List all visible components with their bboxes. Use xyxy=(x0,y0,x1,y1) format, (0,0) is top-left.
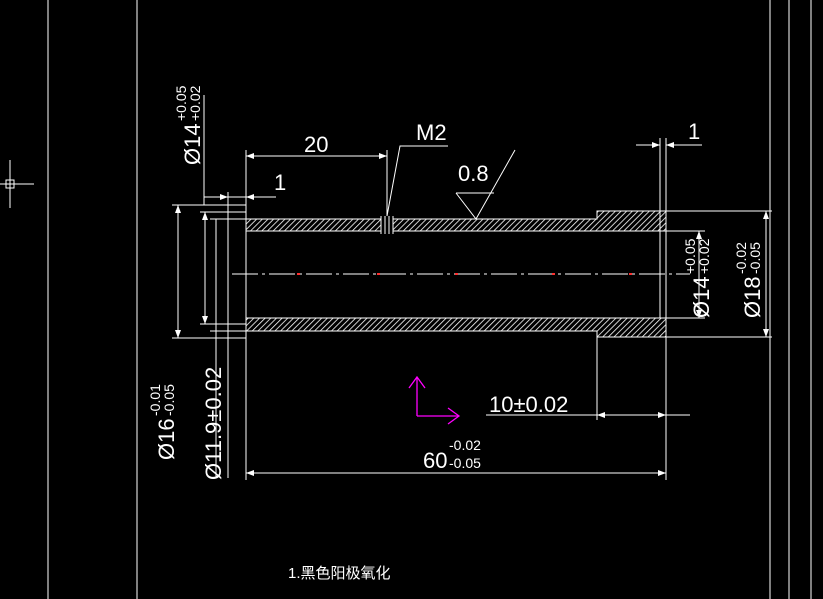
ucs-axis-icon xyxy=(408,375,461,425)
center-marks xyxy=(297,273,632,275)
dim-dia18: Ø18 xyxy=(740,276,765,318)
dim-length-1-left: 1 xyxy=(274,170,286,195)
dim-dia11-9: Ø11.9±0.02 xyxy=(201,367,226,480)
dim-length-20: 20 xyxy=(304,132,328,157)
dim-dia14-top-lower: +0.02 xyxy=(187,85,203,121)
dim-length-10: 10±0.02 xyxy=(489,392,568,417)
dim-length-60-upper: -0.02 xyxy=(449,437,481,453)
dim-thread-m2: M2 xyxy=(416,120,447,145)
technical-note: 1.黑色阳极氧化 xyxy=(288,565,391,582)
dim-dia14-right: Ø14 xyxy=(689,276,714,318)
dim-dia14-right-upper: +0.05 xyxy=(682,238,698,274)
drawing-frame xyxy=(47,0,812,599)
dim-dia18-upper: -0.02 xyxy=(733,242,749,274)
upper-wall-hatch xyxy=(245,210,667,232)
lower-wall-hatch xyxy=(245,317,667,338)
dim-length-60-lower: -0.05 xyxy=(449,455,481,471)
dim-dia16-lower: -0.05 xyxy=(161,384,177,416)
dim-dia16-upper: -0.01 xyxy=(147,384,163,416)
dim-length-60: 60 xyxy=(423,448,447,473)
dimension-lines xyxy=(172,95,772,480)
dim-dia14-top: Ø14 xyxy=(180,123,205,165)
dim-dia18-lower: -0.05 xyxy=(747,242,763,274)
crosshair-cursor-icon xyxy=(0,160,34,208)
dim-dia14-top-upper: +0.05 xyxy=(173,85,189,121)
m2-hole xyxy=(381,218,393,232)
dim-roughness: 0.8 xyxy=(458,161,489,186)
part-section[interactable] xyxy=(227,210,690,420)
dim-length-1-right: 1 xyxy=(688,119,700,144)
bore-outline xyxy=(227,211,667,420)
dimension-texts: 20 M2 0.8 1 1 10±0.02 60 -0.02 -0.05 Ø14… xyxy=(147,85,765,480)
dim-dia14-right-lower: +0.02 xyxy=(696,238,712,274)
dim-dia16: Ø16 xyxy=(154,418,179,460)
